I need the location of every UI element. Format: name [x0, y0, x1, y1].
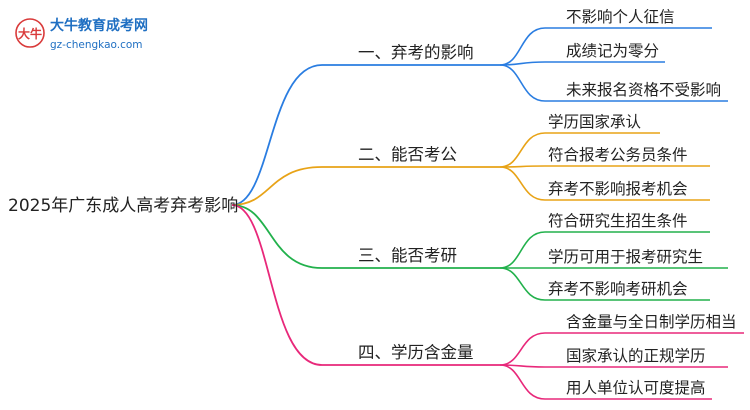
leaf-label-4-2: 国家承认的正规学历 [566, 347, 706, 365]
logo-mark-text: 大牛 [18, 26, 42, 41]
connector-branch-1 [231, 64, 500, 206]
leaf-label-3-1: 符合研究生招生条件 [548, 212, 688, 230]
branch-label-3: 三、能否考研 [358, 246, 457, 265]
leaf-connectors [499, 27, 744, 400]
root-connectors [231, 64, 500, 366]
connector-leaf-2-3 [499, 166, 710, 201]
connector-leaf-4-2 [499, 364, 728, 368]
branch-label-2: 二、能否考公 [358, 145, 457, 164]
logo-url: gz-chengkao.com [50, 39, 143, 51]
connector-leaf-4-3 [499, 364, 712, 400]
leaf-label-3-3: 弃考不影响考研机会 [548, 280, 688, 298]
logo-mark-icon [15, 18, 45, 48]
connector-branch-2 [231, 166, 500, 206]
branch-label-1: 一、弃考的影响 [358, 43, 474, 62]
connector-leaf-4-1 [499, 332, 744, 366]
site-logo: 大牛 大牛教育成考网 gz-chengkao.com [15, 17, 148, 51]
connector-leaf-1-2 [499, 61, 665, 66]
connector-leaf-2-1 [499, 132, 660, 168]
leaf-label-2-2: 符合报考公务员条件 [548, 146, 688, 164]
logo-title: 大牛教育成考网 [50, 17, 148, 34]
leaf-label-1-2: 成绩记为零分 [566, 42, 659, 60]
connector-leaf-3-3 [499, 267, 710, 301]
connector-leaf-1-3 [499, 64, 728, 102]
leaf-label-2-3: 弃考不影响报考机会 [548, 180, 688, 198]
branch-label-4: 四、学历含金量 [358, 343, 474, 362]
connector-leaf-2-2 [499, 165, 710, 168]
leaf-label-1-1: 不影响个人征信 [566, 8, 675, 26]
connector-branch-4 [231, 204, 500, 366]
connector-branch-3 [231, 204, 500, 269]
connector-leaf-3-1 [499, 231, 710, 269]
leaf-label-2-1: 学历国家承认 [548, 113, 641, 131]
leaf-label-4-1: 含金量与全日制学历相当 [566, 313, 737, 331]
leaf-label-4-3: 用人单位认可度提高 [566, 379, 706, 397]
leaf-label-1-3: 未来报名资格不受影响 [566, 81, 721, 99]
connector-leaf-1-1 [499, 27, 712, 66]
root-node-label: 2025年广东成人高考弃考影响 [8, 196, 238, 216]
leaf-label-3-2: 学历可用于报考研究生 [548, 248, 703, 266]
